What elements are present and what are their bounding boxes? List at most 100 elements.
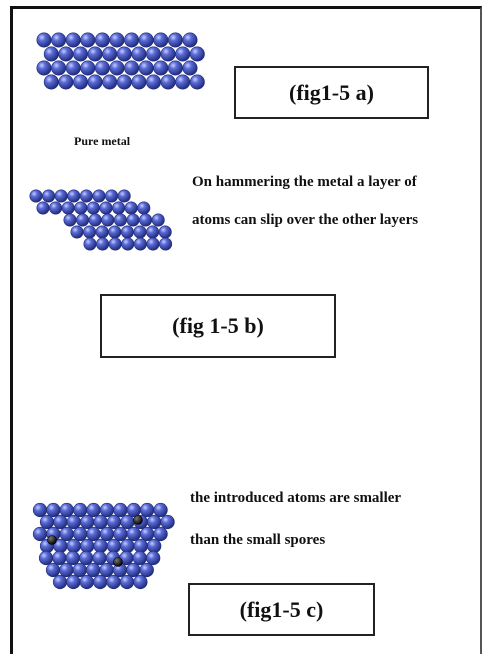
metal-atom [132, 550, 147, 566]
metal-atom [46, 502, 61, 518]
metal-atom [88, 213, 102, 227]
metal-atom [36, 201, 50, 215]
metal-atom [59, 526, 74, 542]
caption-fig-a-text: (fig1-5 a) [289, 79, 374, 105]
metal-atom [113, 526, 128, 542]
metal-atom [146, 550, 161, 566]
metal-atom [73, 502, 88, 518]
metal-atom [146, 225, 160, 239]
metal-atom [43, 74, 59, 90]
metal-atom [79, 550, 94, 566]
metal-atom [42, 189, 56, 203]
metal-atom [189, 74, 205, 90]
metal-atom [147, 538, 162, 554]
metal-atom [116, 46, 132, 62]
impurity-atom [47, 535, 57, 545]
metal-atom [65, 32, 81, 48]
metal-atom [70, 225, 84, 239]
metal-atom [66, 574, 81, 590]
caption-fig-c-text: (fig1-5 c) [239, 596, 324, 622]
metal-atom [80, 514, 95, 530]
metal-atom [73, 46, 89, 62]
metal-atom [160, 46, 176, 62]
metal-atom [126, 562, 141, 578]
metal-atom [86, 562, 101, 578]
metal-atom [93, 574, 108, 590]
metal-atom [66, 538, 81, 554]
metal-atom [106, 538, 122, 554]
metal-atom [137, 201, 151, 215]
metal-atom [109, 60, 125, 76]
metal-atom [38, 550, 54, 566]
metal-atom [87, 74, 103, 90]
metal-atom [54, 189, 68, 203]
metal-atom [99, 526, 115, 542]
impurity-atom [113, 557, 123, 567]
metal-atom [126, 502, 141, 518]
metal-atom [76, 213, 90, 227]
metal-atom [32, 502, 48, 518]
metal-atom [139, 213, 153, 227]
metal-atom [117, 189, 131, 203]
metal-atom [99, 201, 113, 215]
metal-atom [159, 237, 173, 251]
slipped-layer-lattice-icon [29, 189, 173, 251]
hammering-text-line2: atoms can slip over the other layers [192, 212, 419, 228]
metal-atom [86, 201, 100, 215]
metal-atom [83, 237, 97, 251]
metal-atom [49, 201, 63, 215]
metal-atom [153, 60, 169, 76]
metal-atom [126, 526, 141, 542]
metal-atom [189, 46, 205, 62]
metal-atom [95, 225, 109, 239]
metal-atom [67, 189, 81, 203]
metal-atom [131, 46, 147, 62]
metal-atom [133, 574, 148, 590]
metal-atom [102, 74, 118, 90]
metal-atom [63, 213, 77, 227]
metal-atom [86, 502, 101, 518]
metal-atom [120, 225, 134, 239]
metal-atom [61, 201, 75, 215]
metal-atom [167, 32, 183, 48]
metal-atom [94, 32, 110, 48]
metal-atom [45, 562, 61, 578]
metal-atom [153, 502, 168, 518]
metal-atom [113, 213, 127, 227]
metal-atom [167, 60, 183, 76]
metal-atom [36, 60, 52, 76]
impurity-atom [133, 515, 143, 525]
metal-atom [99, 502, 115, 518]
metal-atom [109, 32, 125, 48]
metal-atom [120, 538, 135, 554]
metal-atom [86, 526, 101, 542]
metal-atom [160, 514, 175, 530]
metal-atom [87, 46, 103, 62]
pure-metal-lattice-icon [36, 32, 205, 90]
metal-atom [140, 502, 155, 518]
metal-atom [79, 189, 93, 203]
metal-atom [51, 32, 67, 48]
metal-atom [124, 32, 140, 48]
metal-atom [58, 74, 74, 90]
hammering-text-line1: On hammering the metal a layer of [192, 174, 417, 190]
metal-atom [121, 237, 135, 251]
metal-atom [36, 32, 52, 48]
metal-atom [74, 201, 88, 215]
metal-atom [147, 514, 162, 530]
metal-atom [139, 562, 154, 578]
metal-atom [102, 46, 118, 62]
metal-atom [112, 201, 126, 215]
metal-atom [99, 562, 114, 578]
metal-atom [124, 60, 140, 76]
metal-atom [108, 237, 122, 251]
metal-atom [39, 514, 55, 530]
metal-atom [65, 60, 81, 76]
metal-atom [79, 574, 94, 590]
metal-atom [94, 60, 110, 76]
metal-atom [59, 562, 74, 578]
metal-atom [182, 32, 198, 48]
metal-atom [133, 225, 147, 239]
metal-atom [151, 213, 165, 227]
